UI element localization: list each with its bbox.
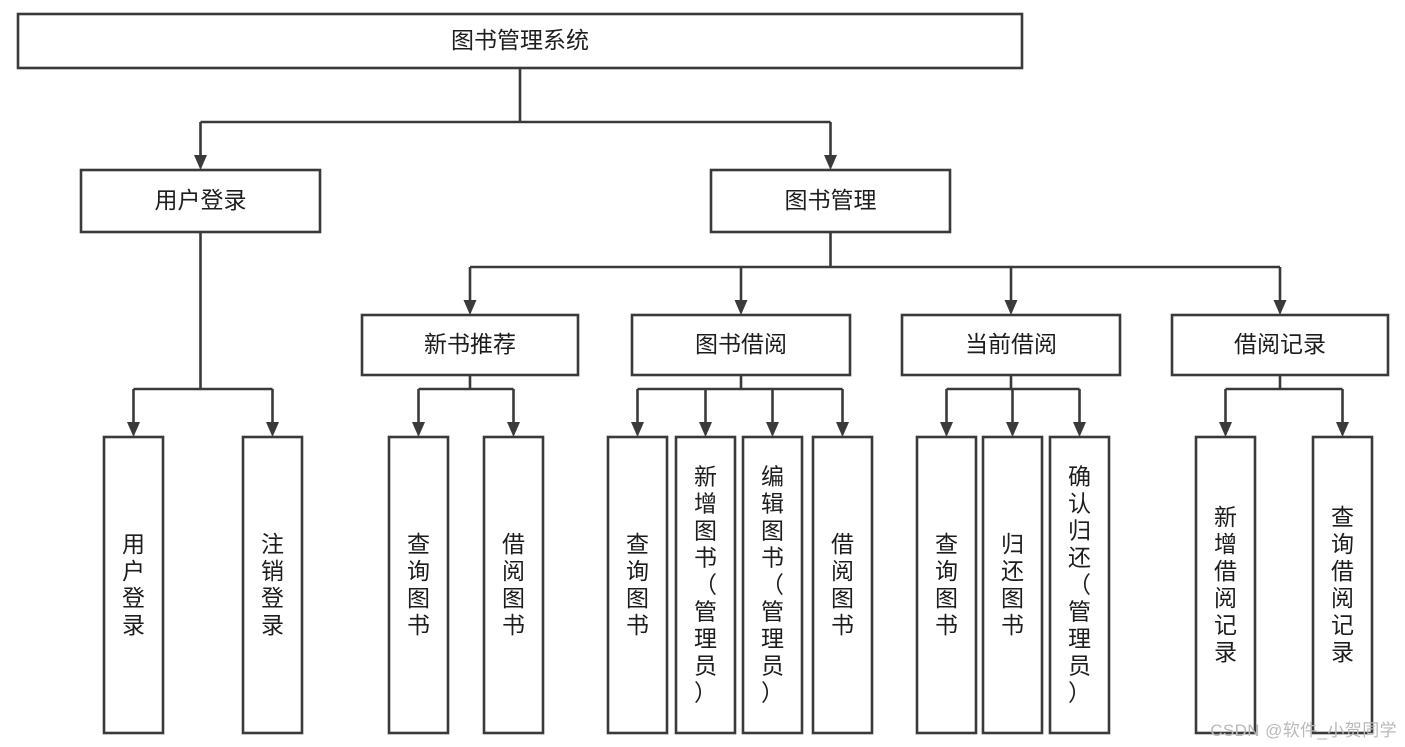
node-leaf[interactable]: 查询图书 [606,435,669,735]
node-box [16,12,1024,70]
arrow-head [1336,422,1349,437]
node-label: 借阅图书 [502,531,525,638]
connector-group [194,68,837,170]
arrow-head [1006,422,1019,437]
node-box [981,435,1044,735]
node-box [900,313,1122,377]
arrow-head [824,155,837,170]
node-box [387,435,450,735]
node-box [741,435,804,735]
node-box [606,435,669,735]
connector-group [127,232,279,437]
node-level3[interactable]: 当前借阅 [900,313,1122,377]
node-label: 编辑图书（管理员） [761,464,784,706]
node-leaf[interactable]: 借阅图书 [811,435,874,735]
arrow-head [1219,422,1232,437]
arrow-head [699,422,712,437]
node-leaf[interactable]: 新增图书（管理员） [674,435,737,735]
node-label: 新增图书（管理员） [694,464,717,706]
node-label: 新书推荐 [424,331,516,357]
node-label: 借阅记录 [1234,331,1326,357]
node-label: 注销登录 [261,531,284,638]
node-box [1048,435,1111,735]
node-level2[interactable]: 图书管理 [709,168,952,234]
csdn-watermark: CSDN @软件_小贺同学 [1210,721,1397,740]
node-box [102,435,165,735]
arrow-head [266,422,279,437]
node-box [674,435,737,735]
node-box [360,313,580,377]
node-label: 新增借阅记录 [1214,504,1237,665]
node-box [811,435,874,735]
arrow-head [836,422,849,437]
arrow-head [412,422,425,437]
arrow-head [1273,300,1287,315]
node-layer: 图书管理系统用户登录图书管理新书推荐图书借阅当前借阅借阅记录用户登录注销登录查询… [16,12,1390,735]
connector-layer [127,68,1349,437]
node-label: 查询图书 [935,531,958,638]
node-box [915,435,978,735]
node-label: 查询图书 [626,531,649,638]
arrow-head [631,422,644,437]
node-label: 图书管理 [785,187,877,213]
connector-group [412,375,520,437]
node-label: 图书借阅 [695,331,787,357]
arrow-head [766,422,779,437]
node-box [241,435,304,735]
node-leaf[interactable]: 用户登录 [102,435,165,735]
arrow-head [734,300,748,315]
node-label: 确认归还（管理员） [1068,464,1091,706]
arrow-head [463,300,477,315]
node-box [630,313,852,377]
node-leaf[interactable]: 查询图书 [915,435,978,735]
arrow-head [1073,422,1086,437]
node-leaf[interactable]: 查询借阅记录 [1311,435,1374,735]
arrow-head [1004,300,1018,315]
arrow-head [507,422,520,437]
node-label: 查询图书 [407,531,430,638]
node-box [1194,435,1257,735]
connector-group [1219,375,1349,437]
connector-group [463,232,1287,315]
node-leaf[interactable]: 查询图书 [387,435,450,735]
node-leaf[interactable]: 归还图书 [981,435,1044,735]
node-label: 当前借阅 [965,331,1057,357]
node-level3[interactable]: 借阅记录 [1170,313,1390,377]
node-label: 查询借阅记录 [1331,504,1354,665]
node-box [1170,313,1390,377]
node-leaf[interactable]: 编辑图书（管理员） [741,435,804,735]
arrow-head [127,422,140,437]
node-level3[interactable]: 新书推荐 [360,313,580,377]
arrow-head [194,155,207,170]
arrow-head [940,422,953,437]
node-level2[interactable]: 用户登录 [79,168,322,234]
connector-group [631,375,849,437]
node-leaf[interactable]: 新增借阅记录 [1194,435,1257,735]
node-box [709,168,952,234]
node-label: 借阅图书 [831,531,854,638]
node-label: 图书管理系统 [451,27,589,53]
node-label: 用户登录 [155,187,247,213]
node-leaf[interactable]: 借阅图书 [482,435,545,735]
node-leaf[interactable]: 确认归还（管理员） [1048,435,1111,735]
node-label: 用户登录 [122,531,145,638]
node-level3[interactable]: 图书借阅 [630,313,852,377]
node-leaf[interactable]: 注销登录 [241,435,304,735]
connector-group [940,375,1086,437]
node-box [1311,435,1374,735]
node-box [482,435,545,735]
node-root[interactable]: 图书管理系统 [16,12,1024,70]
node-label: 归还图书 [1001,531,1024,638]
node-box [79,168,322,234]
